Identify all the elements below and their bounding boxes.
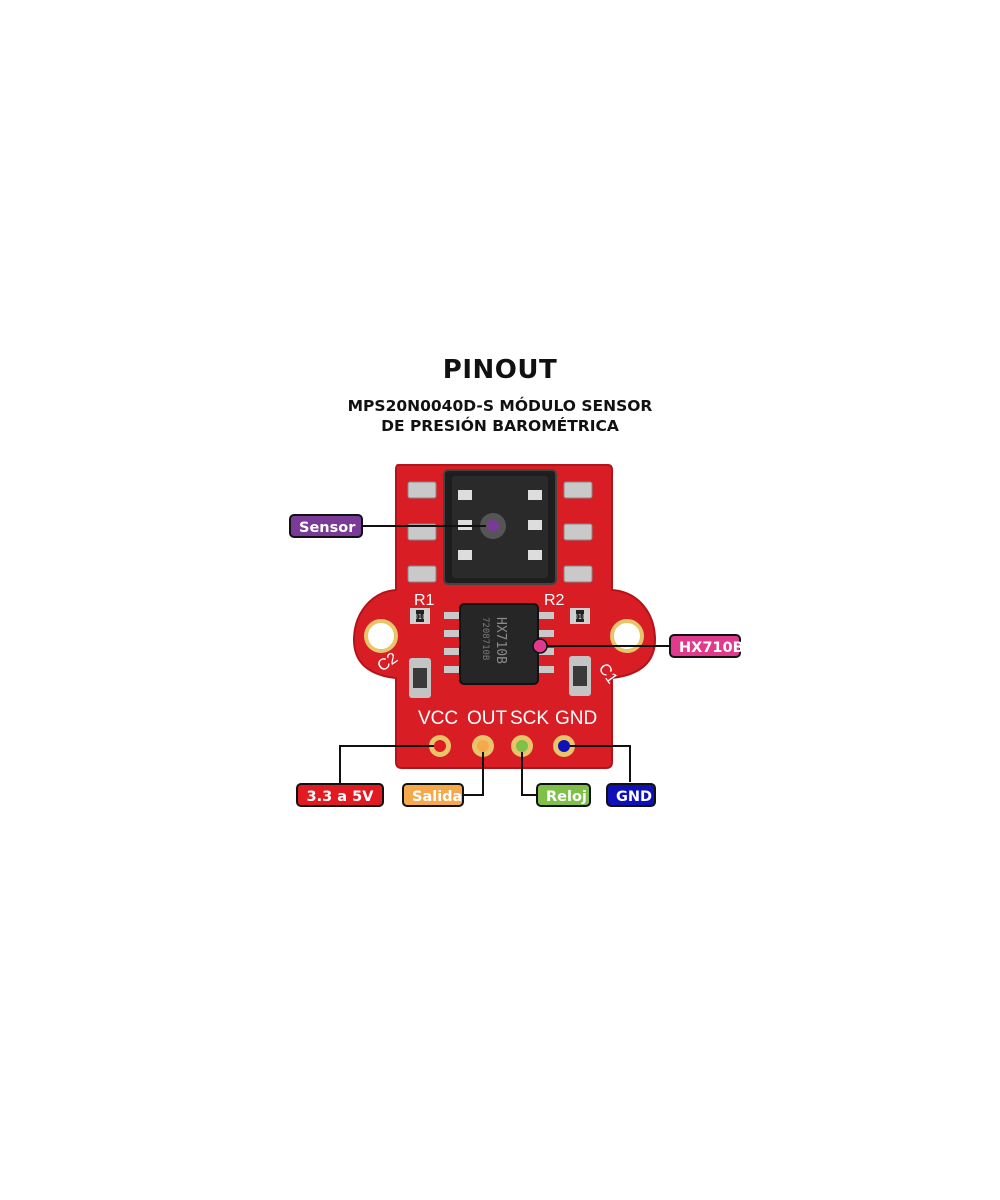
silk-vcc: VCC bbox=[418, 708, 458, 729]
leader-sck bbox=[521, 752, 538, 796]
leader-gnd bbox=[570, 745, 631, 782]
page-title: PINOUT bbox=[442, 355, 558, 385]
chip-marking-1: HX710B bbox=[493, 617, 508, 664]
header-pins bbox=[429, 735, 575, 757]
silk-out: OUT bbox=[467, 708, 508, 729]
hx710b-chip: HX710B 7208710B bbox=[444, 603, 554, 685]
callout-hx710b: HX710B bbox=[669, 634, 744, 658]
chip-marking-2: 7208710B bbox=[480, 617, 490, 660]
resistor-r2-code: 010 bbox=[573, 613, 586, 621]
hx710b-marker bbox=[532, 638, 548, 654]
callout-vcc: 3.3 a 5V bbox=[296, 783, 384, 807]
pressure-sensor bbox=[443, 469, 557, 585]
silk-r2: R2 bbox=[544, 592, 565, 609]
leader-out bbox=[462, 752, 484, 796]
subtitle-line-2: DE PRESIÓN BAROMÉTRICA bbox=[381, 417, 619, 435]
leader-vcc bbox=[339, 745, 434, 795]
mount-hole-right bbox=[610, 619, 644, 653]
callout-sck: Reloj bbox=[536, 783, 591, 807]
silk-sck: SCK bbox=[510, 708, 549, 729]
page-subtitle: MPS20N0040D-S MÓDULO SENSOR DE PRESIÓN B… bbox=[0, 396, 1000, 436]
silk-r1: R1 bbox=[414, 592, 435, 609]
resistor-r1-code: 010 bbox=[413, 613, 426, 621]
passive-components: 010 010 bbox=[409, 608, 591, 698]
silk-gnd: GND bbox=[555, 708, 597, 729]
callout-gnd: GND bbox=[606, 783, 656, 807]
mount-hole-left bbox=[364, 619, 398, 653]
callout-out: Salida bbox=[402, 783, 464, 807]
callout-sensor: Sensor bbox=[289, 514, 363, 538]
subtitle-line-1: MPS20N0040D-S MÓDULO SENSOR bbox=[347, 397, 653, 415]
sensor-pads bbox=[407, 481, 593, 583]
